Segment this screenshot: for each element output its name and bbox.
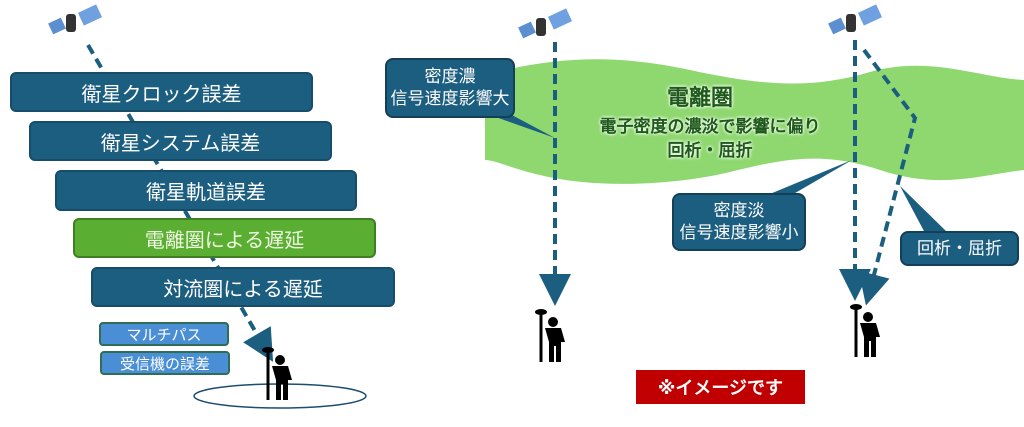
callout-refraction: 回析・屈折 xyxy=(900,231,1019,266)
error-box-troposphere: 対流圏による遅延 xyxy=(91,267,395,307)
ionosphere-band xyxy=(485,59,1024,184)
callout-line: 信号速度影響小 xyxy=(679,223,799,243)
satellite-icon xyxy=(828,4,883,35)
satellite-icon xyxy=(518,8,573,39)
error-box-receiver: 受信機の誤差 xyxy=(100,351,230,375)
refracted-signal-path xyxy=(858,48,918,306)
callout-dense: 密度濃 信号速度影響大 xyxy=(385,58,515,118)
error-box-multipath: マルチパス xyxy=(99,322,229,346)
callout-tail xyxy=(765,160,852,196)
ionosphere-subtitle-2: 回析・屈折 xyxy=(667,141,753,161)
error-box-satellite-clock: 衛星クロック誤差 xyxy=(10,72,313,112)
error-box-ionosphere: 電離圏による遅延 xyxy=(73,218,376,258)
callout-line: 密度淡 xyxy=(713,201,765,221)
image-note-badge: ※イメージです xyxy=(636,370,805,404)
ionosphere-subtitle: 電子密度の濃淡で影響に偏り xyxy=(599,117,821,137)
surveyor-icon xyxy=(848,302,882,359)
surveyor-icon xyxy=(533,307,567,364)
callout-thin: 密度淡 信号速度影響小 xyxy=(672,193,806,251)
satellite-icon xyxy=(48,4,103,35)
error-box-satellite-orbit: 衛星軌道誤差 xyxy=(55,170,357,211)
callout-line: 信号速度影響大 xyxy=(390,89,510,109)
surveyor-icon xyxy=(260,345,294,402)
callout-line: 密度濃 xyxy=(424,67,476,87)
error-box-satellite-system: 衛星システム誤差 xyxy=(29,121,332,161)
callout-tail xyxy=(900,186,948,233)
callout-tail xyxy=(490,114,555,138)
ionosphere-title: 電離圏 xyxy=(666,86,733,111)
